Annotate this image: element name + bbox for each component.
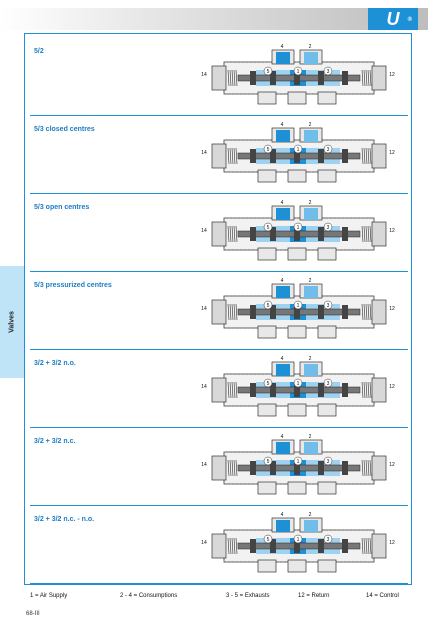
port-label: 1: [297, 381, 300, 387]
valve-section: 5/3 open centres 4 2 5 1 3 14 12: [30, 194, 408, 272]
port-label: 14: [201, 540, 207, 546]
port-label: 12: [389, 462, 395, 468]
section-divider: [30, 505, 408, 506]
logo-letter: U: [386, 9, 400, 29]
port-label: 5: [267, 303, 270, 309]
registered-mark: ®: [407, 17, 412, 23]
section-title: 5/3 open centres: [34, 204, 90, 211]
port-label: 14: [201, 306, 207, 312]
port-label: 1: [297, 69, 300, 75]
port-label: 2: [309, 44, 312, 50]
port-label: 5: [267, 225, 270, 231]
port-label: 4: [281, 278, 284, 284]
port-label: 4: [281, 356, 284, 362]
brand-logo: U ®: [368, 8, 418, 30]
valve-cross-section-diagram: 4 2 5 1 3 14 12: [201, 44, 395, 105]
section-divider: [30, 349, 408, 350]
legend-consumptions: 2 - 4 = Consumptions: [120, 593, 178, 599]
port-label: 2: [309, 434, 312, 440]
port-label: 3: [327, 459, 330, 465]
valve-section: 5/2 4 2 5 1 3 14 12: [30, 38, 408, 116]
port-label: 12: [389, 306, 395, 312]
section-divider: [30, 193, 408, 194]
port-label: 12: [389, 228, 395, 234]
legend-footer: 1 = Air Supply 2 - 4 = Consumptions 3 - …: [30, 593, 408, 603]
port-label: 1: [297, 537, 300, 543]
port-label: 12: [389, 72, 395, 78]
port-label: 4: [281, 122, 284, 128]
port-label: 3: [327, 69, 330, 75]
port-label: 5: [267, 459, 270, 465]
valve-section: 3/2 + 3/2 n.c. 4 2 5 1 3 14 12: [30, 428, 408, 506]
legend-air-supply: 1 = Air Supply: [30, 593, 68, 599]
port-label: 3: [327, 381, 330, 387]
valve-cross-section-diagram: 4 2 5 1 3 14 12: [201, 356, 395, 417]
port-label: 1: [297, 459, 300, 465]
port-label: 14: [201, 384, 207, 390]
section-title: 3/2 + 3/2 n.c. - n.o.: [34, 516, 95, 523]
port-label: 12: [389, 384, 395, 390]
port-label: 3: [327, 147, 330, 153]
port-label: 5: [267, 537, 270, 543]
section-title: 5/3 pressurized centres: [34, 282, 112, 289]
valve-cross-section-diagram: 4 2 5 1 3 14 12: [201, 512, 395, 573]
valve-section: 3/2 + 3/2 n.c. - n.o. 4 2 5 1 3 14 12: [30, 506, 408, 584]
page-number: 68-III: [26, 611, 40, 617]
port-label: 4: [281, 512, 284, 518]
port-label: 3: [327, 225, 330, 231]
port-label: 1: [297, 225, 300, 231]
valve-section: 3/2 + 3/2 n.o. 4 2 5 1 3 14 12: [30, 350, 408, 428]
port-label: 5: [267, 69, 270, 75]
port-label: 14: [201, 462, 207, 468]
port-label: 2: [309, 122, 312, 128]
port-label: 1: [297, 303, 300, 309]
section-title: 5/3 closed centres: [34, 126, 95, 133]
valve-cross-section-diagram: 4 2 5 1 3 14 12: [201, 278, 395, 339]
valve-section: 5/3 pressurized centres 4 2 5 1 3 14 12: [30, 272, 408, 350]
port-label: 4: [281, 44, 284, 50]
section-title: 3/2 + 3/2 n.c.: [34, 438, 76, 445]
section-title: 3/2 + 3/2 n.o.: [34, 360, 76, 367]
port-label: 2: [309, 200, 312, 206]
port-label: 14: [201, 150, 207, 156]
section-divider: [30, 115, 408, 116]
side-tab: Valves: [0, 266, 24, 378]
section-title: 5/2: [34, 48, 44, 55]
valve-cross-section-diagram: 4 2 5 1 3 14 12: [201, 200, 395, 261]
valve-cross-section-diagram: 4 2 5 1 3 14 12: [201, 434, 395, 495]
section-divider: [30, 427, 408, 428]
port-label: 4: [281, 200, 284, 206]
port-label: 12: [389, 150, 395, 156]
section-divider: [30, 271, 408, 272]
valve-section: 5/3 closed centres 4 2 5 1 3 14 12: [30, 116, 408, 194]
port-label: 4: [281, 434, 284, 440]
port-label: 14: [201, 228, 207, 234]
valve-cross-section-diagram: 4 2 5 1 3 14 12: [201, 122, 395, 183]
port-label: 3: [327, 303, 330, 309]
legend-return: 12 = Return: [298, 593, 330, 599]
section-divider: [30, 583, 408, 584]
side-tab-label: Valves: [8, 311, 16, 333]
port-label: 2: [309, 278, 312, 284]
content-frame: [24, 33, 412, 585]
port-label: 5: [267, 381, 270, 387]
header-bar: [0, 8, 428, 30]
port-label: 2: [309, 512, 312, 518]
port-label: 14: [201, 72, 207, 78]
port-label: 5: [267, 147, 270, 153]
legend-control: 14 = Control: [366, 593, 399, 599]
port-label: 12: [389, 540, 395, 546]
port-label: 3: [327, 537, 330, 543]
port-label: 1: [297, 147, 300, 153]
legend-exhausts: 3 - 5 = Exhausts: [226, 593, 270, 599]
port-label: 2: [309, 356, 312, 362]
